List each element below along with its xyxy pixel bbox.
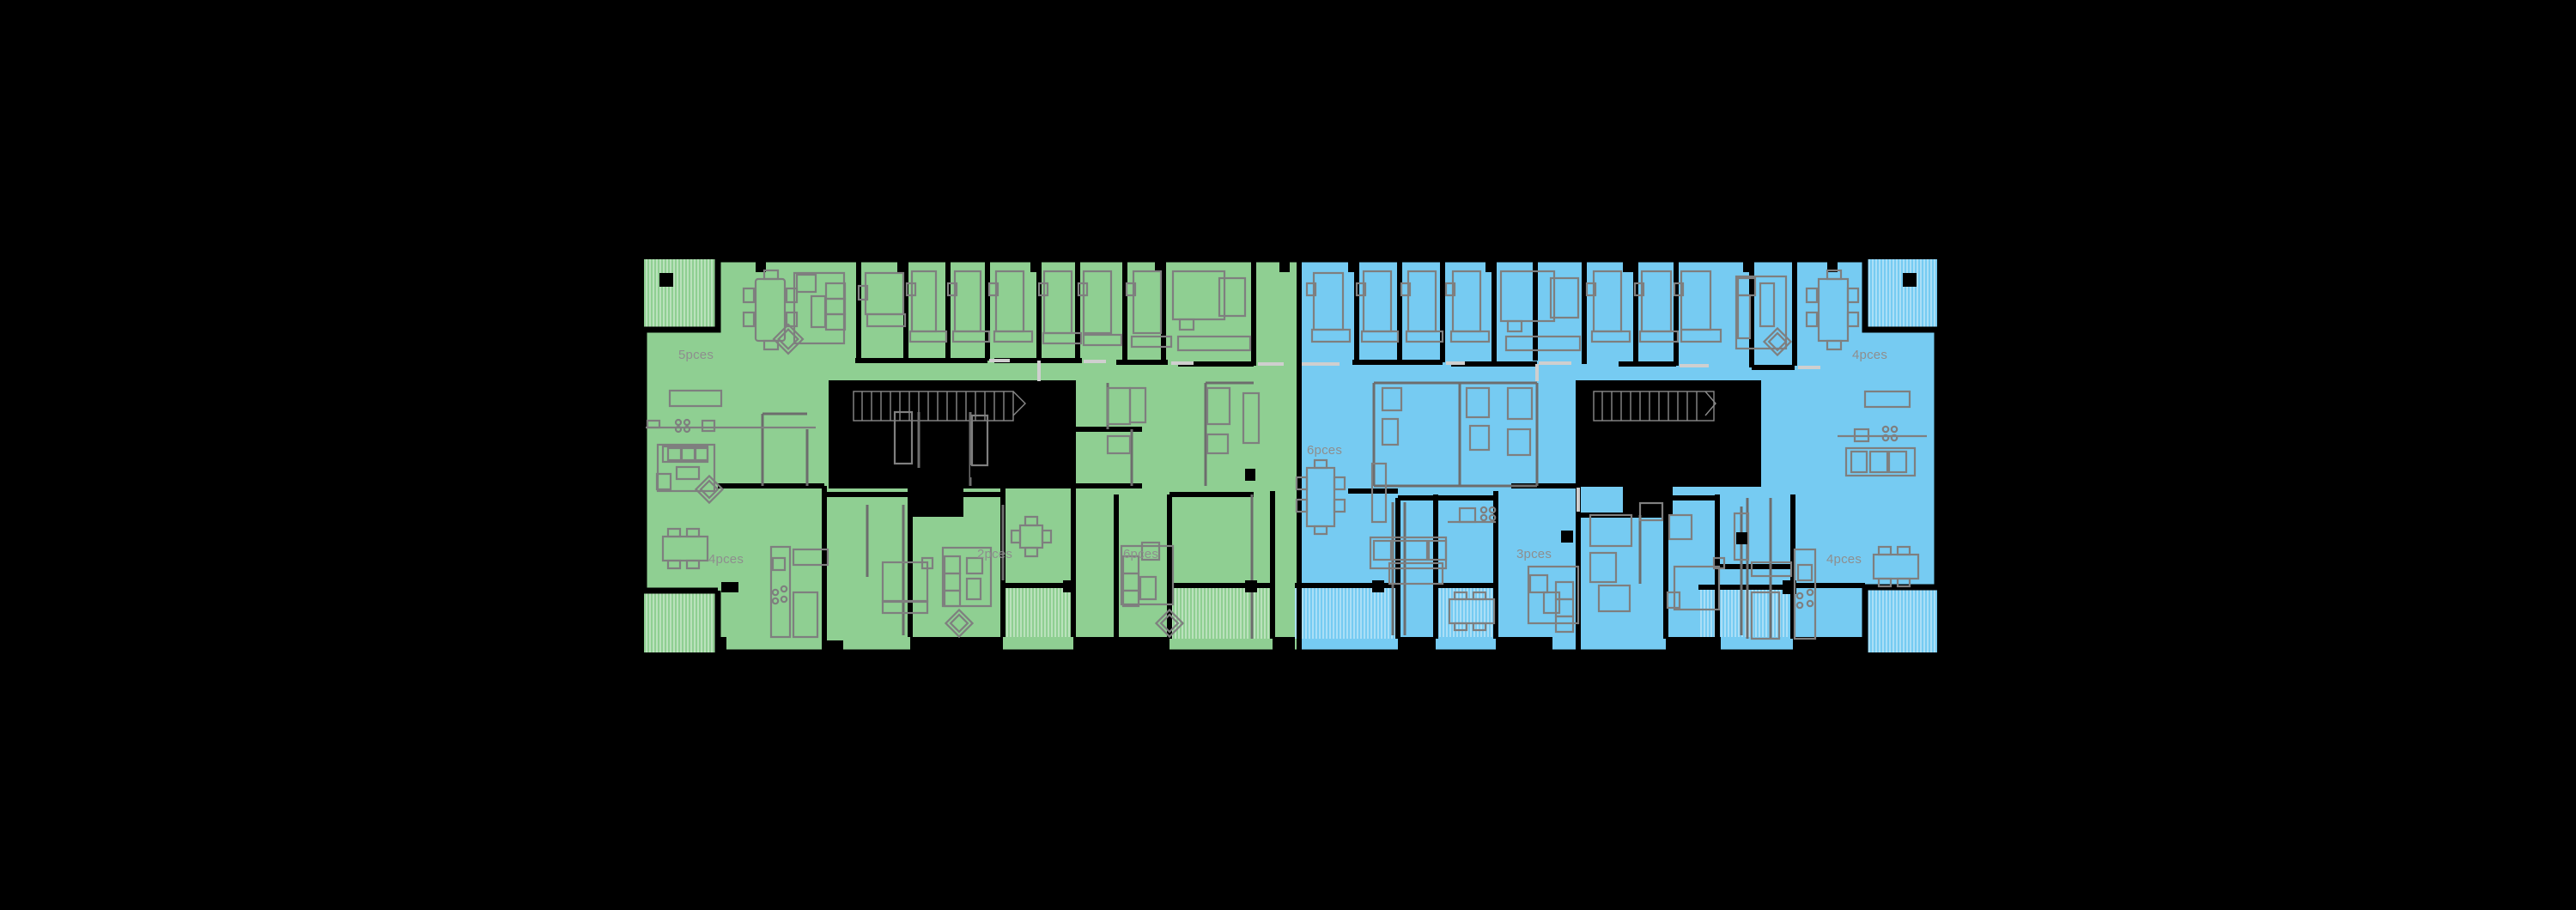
furniture-sofa-b1	[1369, 536, 1448, 585]
furniture-bedrooms-green	[857, 270, 1252, 352]
apt-label-g4: 6pces	[1123, 547, 1158, 561]
furniture	[646, 269, 1927, 640]
furniture-dining-b2	[1448, 591, 1496, 632]
stair-treads-left	[853, 391, 1026, 422]
furniture-kitchen-b4	[1750, 548, 1817, 640]
furniture-living-g4	[1120, 541, 1185, 639]
furniture-dining-b1	[1295, 458, 1346, 536]
furniture-kitchen-b2	[1448, 506, 1497, 524]
furniture-living-g3	[941, 546, 993, 639]
balcony-top-right	[1865, 259, 1937, 330]
lower-balconies	[1003, 585, 1788, 639]
apt-label-b3: 4pces	[1852, 348, 1887, 362]
furniture-dining-g2	[661, 527, 709, 570]
furniture-sofa-b3-lower	[1844, 446, 1917, 477]
furniture-living-b3	[1735, 275, 1793, 357]
furniture-living-b2	[1527, 565, 1580, 634]
door-openings	[989, 359, 1820, 512]
furniture-baths	[1106, 386, 1693, 613]
furniture-sideboard-b3	[1863, 390, 1911, 409]
furniture-kitchen-g1	[646, 418, 816, 434]
balcony-top-left	[644, 259, 718, 330]
apt-label-b1: 6pces	[1307, 443, 1342, 458]
balcony-bottom-right	[1865, 587, 1937, 652]
apt-label-b4: 4pces	[1826, 552, 1862, 567]
furniture-bed-b4	[1666, 556, 1726, 611]
apt-label-g2: 4pces	[708, 552, 744, 567]
furniture-dining-b3	[1805, 269, 1860, 351]
furniture-dining-g1	[742, 269, 799, 351]
furniture-living-g1	[668, 271, 847, 408]
furniture-living-g2	[655, 443, 725, 505]
furniture-dining-g3	[1010, 515, 1053, 558]
furniture-kitchen-g2	[769, 545, 829, 639]
apartment-labels: 5pces 4pces 2pces 6pces 6pces 3pces 4pce…	[678, 348, 1887, 567]
apt-label-g1: 5pces	[678, 348, 714, 362]
furniture-kitchen-b3	[1838, 425, 1927, 443]
furniture-bed-g2	[881, 556, 934, 615]
apt-label-b2: 3pces	[1516, 547, 1552, 561]
circulation-core	[831, 383, 1759, 517]
facade-windows	[659, 262, 1917, 594]
balcony-bottom-left	[644, 591, 718, 652]
furniture-bedrooms-blue	[1305, 270, 1722, 352]
apt-label-g3: 2pces	[977, 547, 1012, 561]
furniture-service-strips	[893, 386, 1750, 561]
furniture-shelf-b1	[1370, 462, 1388, 524]
furniture-dining-b4	[1872, 545, 1920, 588]
stair-treads-right	[1593, 391, 1716, 422]
